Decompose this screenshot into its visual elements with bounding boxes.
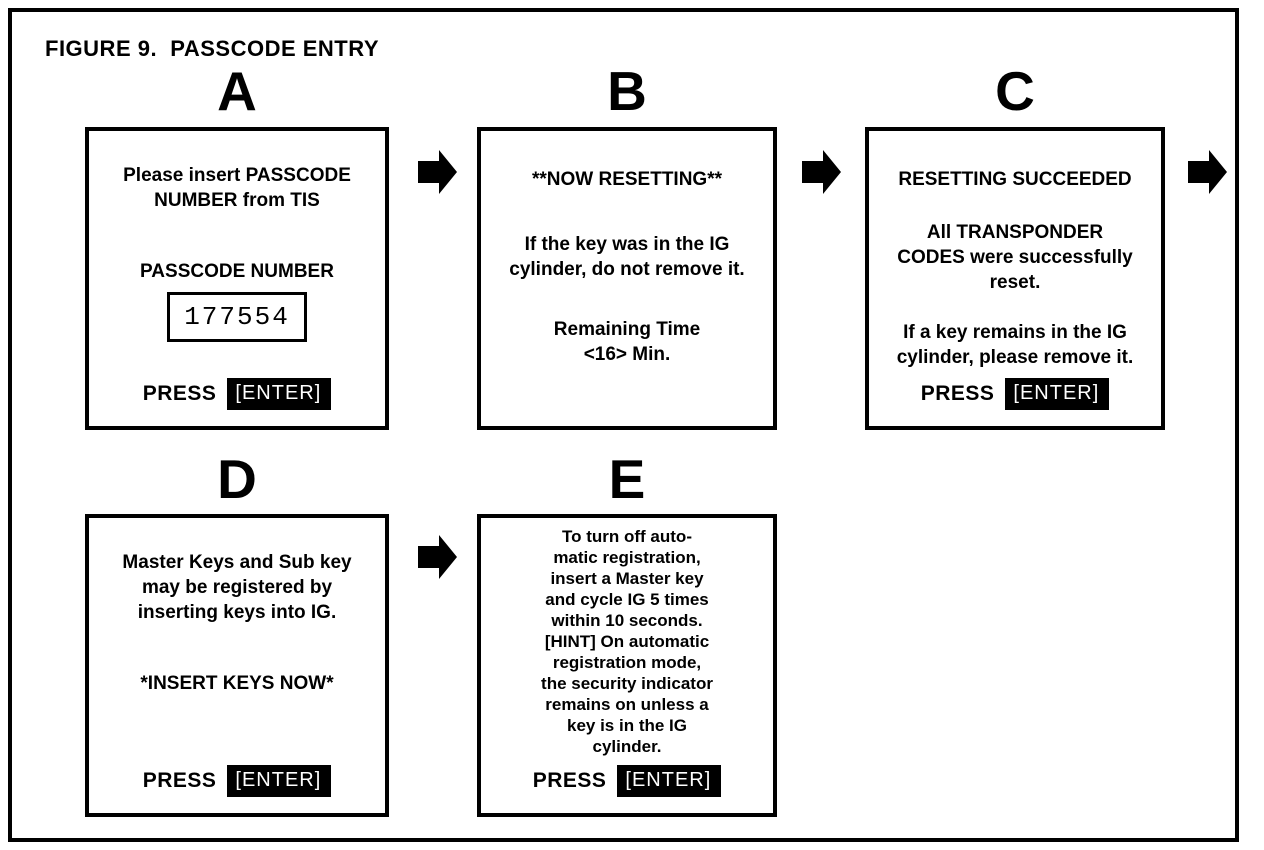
- screen-d: Master Keys and Sub key may be registere…: [85, 514, 389, 817]
- screen-b-heading: **NOW RESETTING**: [531, 169, 723, 190]
- screen-c-body1: All TRANSPONDER CODES were successfully …: [869, 220, 1161, 295]
- text-line: within 10 seconds.: [551, 611, 703, 630]
- enter-key-badge: [ENTER]: [227, 378, 332, 410]
- screen-a-intro: Please insert PASSCODE NUMBER from TIS: [89, 163, 385, 213]
- text-line: matic registration,: [553, 548, 701, 567]
- text-line: and cycle IG 5 times: [545, 590, 709, 609]
- passcode-field: 177554: [167, 292, 307, 342]
- press-enter-row: PRESS [ENTER]: [89, 378, 385, 410]
- enter-key-badge: [ENTER]: [227, 765, 332, 797]
- press-label: PRESS: [142, 769, 217, 792]
- press-label: PRESS: [920, 382, 995, 405]
- text-line: <16> Min.: [583, 344, 671, 365]
- text-line: the security indicator: [541, 674, 713, 693]
- press-label: PRESS: [532, 769, 607, 792]
- enter-key-badge: [ENTER]: [617, 765, 722, 797]
- text-line: Please insert PASSCODE: [123, 165, 351, 186]
- text-line: cylinder, please remove it.: [896, 347, 1134, 368]
- passcode-field-label: PASSCODE NUMBER: [140, 261, 334, 282]
- flow-arrow-icon-d-to-e: [418, 534, 458, 580]
- text-line: remains on unless a: [545, 695, 709, 714]
- text-line: Remaining Time: [553, 319, 701, 340]
- screen-c: RESETTING SUCCEEDED All TRANSPONDER CODE…: [865, 127, 1165, 430]
- press-label: PRESS: [142, 382, 217, 405]
- text-line: Master Keys and Sub key: [122, 552, 352, 573]
- screen-c-body2: If a key remains in the IG cylinder, ple…: [869, 320, 1161, 370]
- press-enter-row: PRESS [ENTER]: [481, 765, 773, 797]
- text-line: [HINT] On automatic: [544, 632, 710, 651]
- screen-e: To turn off auto- matic registration, in…: [477, 514, 777, 817]
- screen-label-d: D: [217, 448, 257, 510]
- text-line: To turn off auto-: [562, 527, 692, 546]
- screen-a: Please insert PASSCODE NUMBER from TIS P…: [85, 127, 389, 430]
- text-line: may be registered by: [141, 577, 333, 598]
- screen-label-c: C: [995, 60, 1035, 122]
- screen-b-body: If the key was in the IG cylinder, do no…: [481, 232, 773, 282]
- press-enter-row: PRESS [ENTER]: [869, 378, 1161, 410]
- text-line: All TRANSPONDER: [926, 222, 1104, 243]
- flow-arrow-icon-c-continue: [1188, 149, 1228, 195]
- passcode-value: 177554: [184, 302, 290, 332]
- text-line: NUMBER from TIS: [154, 190, 320, 211]
- enter-key-badge: [ENTER]: [1005, 378, 1110, 410]
- text-line: If the key was in the IG: [524, 234, 730, 255]
- figure-frame: FIGURE 9. PASSCODE ENTRY A B C D E Pleas…: [8, 8, 1239, 842]
- text-line: inserting keys into IG.: [137, 602, 337, 623]
- text-line: If a key remains in the IG: [903, 322, 1127, 343]
- screen-label-a: A: [217, 60, 257, 122]
- text-line: registration mode,: [552, 653, 702, 672]
- text-line: cylinder, do not remove it.: [509, 259, 745, 280]
- remaining-time: Remaining Time <16> Min.: [481, 317, 773, 367]
- screen-d-body: Master Keys and Sub key may be registere…: [89, 550, 385, 625]
- screen-e-body: To turn off auto- matic registration, in…: [481, 526, 773, 757]
- flow-arrow-icon-a-to-b: [418, 149, 458, 195]
- press-enter-row: PRESS [ENTER]: [89, 765, 385, 797]
- flow-arrow-icon-b-to-c: [802, 149, 842, 195]
- screen-b: **NOW RESETTING** If the key was in the …: [477, 127, 777, 430]
- text-line: insert a Master key: [550, 569, 704, 588]
- screen-c-heading: RESETTING SUCCEEDED: [898, 169, 1132, 190]
- text-line: key is in the IG: [567, 716, 687, 735]
- text-line: cylinder.: [592, 737, 662, 756]
- insert-keys-now: *INSERT KEYS NOW*: [140, 673, 334, 694]
- text-line: CODES were successfully: [897, 247, 1133, 268]
- screen-label-b: B: [607, 60, 647, 122]
- text-line: reset.: [989, 272, 1041, 293]
- figure-title: FIGURE 9. PASSCODE ENTRY: [45, 36, 379, 61]
- screen-label-e: E: [608, 448, 646, 510]
